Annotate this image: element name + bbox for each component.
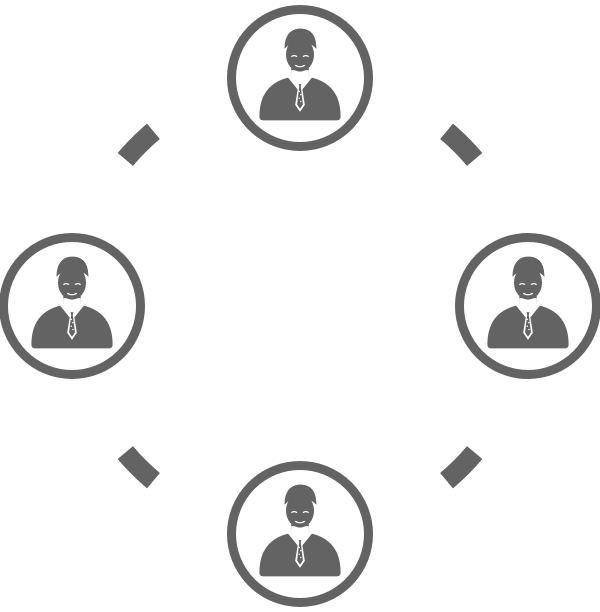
person-node-left: [0, 233, 145, 379]
person-nodes: [0, 5, 600, 607]
connector-arc-right-bottom: [439, 445, 483, 489]
connector-arc-left-top: [117, 123, 161, 167]
connector-arc-bottom-left: [117, 445, 161, 489]
person-node-top: [227, 5, 373, 151]
connector-arc-top-right: [439, 123, 483, 167]
person-node-bottom: [227, 461, 373, 607]
person-node-right: [455, 233, 600, 379]
connector-arcs: [117, 123, 483, 489]
